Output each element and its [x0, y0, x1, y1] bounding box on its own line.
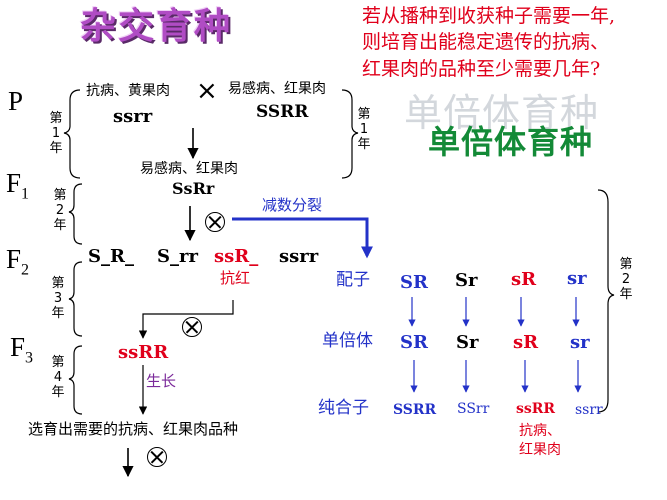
arrow-f2-to-f3	[138, 300, 234, 339]
year-label-3: 第3年	[51, 276, 65, 321]
parent2-genotype: SSRR	[256, 102, 309, 122]
haploid-title: 单倍体育种	[428, 123, 594, 161]
gamete-4: sr	[567, 268, 587, 289]
brace-year2	[68, 183, 83, 245]
haploid-2: Sr	[456, 332, 479, 353]
brace-year4	[68, 345, 83, 415]
grow-label: 生长	[146, 372, 177, 390]
gamete-2: Sr	[455, 270, 478, 291]
f2-genotype-4: ssrr	[279, 246, 319, 267]
gamete-label: 配子	[336, 270, 370, 290]
gamete-3: sR	[511, 269, 537, 290]
parent1-phenotype: 抗病、黄果肉	[86, 83, 170, 99]
brace-year3	[68, 261, 83, 337]
f1-phenotype: 易感病、红果肉	[140, 161, 238, 177]
title-hybrid-breeding: 杂交育种	[80, 6, 233, 47]
year-label-4: 第4年	[51, 355, 65, 400]
haploid-1: SR	[400, 332, 428, 353]
year-label-2: 第2年	[53, 188, 67, 233]
haploid-4: sr	[570, 332, 590, 353]
haploid-title-shadow: 单倍体育种	[404, 91, 600, 135]
year-label-haploid-2: 第2年	[619, 257, 633, 302]
homozygote-4: ssrr	[575, 402, 603, 418]
selfing-icon-f1	[205, 212, 225, 232]
f2-genotype-3: ssR_	[214, 246, 259, 267]
selfing-icon-f2	[182, 317, 202, 337]
cross-symbol: ×	[196, 76, 218, 106]
meiosis-label: 减数分裂	[262, 196, 323, 214]
f2-resistant-red-label: 抗红	[220, 269, 251, 287]
brace-year1-left	[63, 89, 81, 179]
parent2-phenotype: 易感病、红果肉	[228, 81, 326, 97]
arrow-meiosis	[232, 217, 373, 259]
gen-label-p: P	[8, 86, 24, 116]
brace-haploid-year2	[597, 189, 615, 413]
f3-genotype: ssRR	[118, 342, 169, 363]
question-line-1: 若从播种到收获种子需要一年,	[362, 5, 616, 27]
homozygote-note-1: 抗病、	[519, 423, 561, 439]
gen-label-f3: F3	[10, 332, 34, 367]
haploid-3: sR	[513, 332, 539, 353]
brace-year1-right	[341, 89, 359, 179]
gamete-1: SR	[400, 272, 428, 293]
homozygote-3: ssRR	[516, 401, 556, 417]
selfing-icon-final	[147, 447, 167, 467]
gen-label-f1: F1	[6, 168, 30, 203]
homozygote-2: SSrr	[457, 401, 490, 417]
year-label-right-1: 第1年	[357, 107, 371, 152]
haploid-label: 单倍体	[322, 331, 373, 351]
f1-genotype: SsRr	[172, 179, 215, 198]
homozygote-1: SSRR	[393, 402, 437, 418]
homozygote-label: 纯合子	[318, 398, 369, 418]
question-line-3: 红果肉的品种至少需要几年?	[362, 58, 601, 80]
homozygote-note-2: 红果肉	[519, 442, 561, 458]
f2-genotype-1: S_R_	[88, 246, 134, 267]
parent1-genotype: ssrr	[113, 106, 153, 127]
question-line-2: 则培育出能稳定遗传的抗病、	[362, 31, 610, 53]
year-label-left-1: 第1年	[49, 111, 63, 156]
final-selection-text: 选育出需要的抗病、红果肉品种	[28, 420, 239, 438]
gen-label-f2: F2	[6, 244, 30, 279]
f2-genotype-2: S_rr	[157, 246, 198, 267]
